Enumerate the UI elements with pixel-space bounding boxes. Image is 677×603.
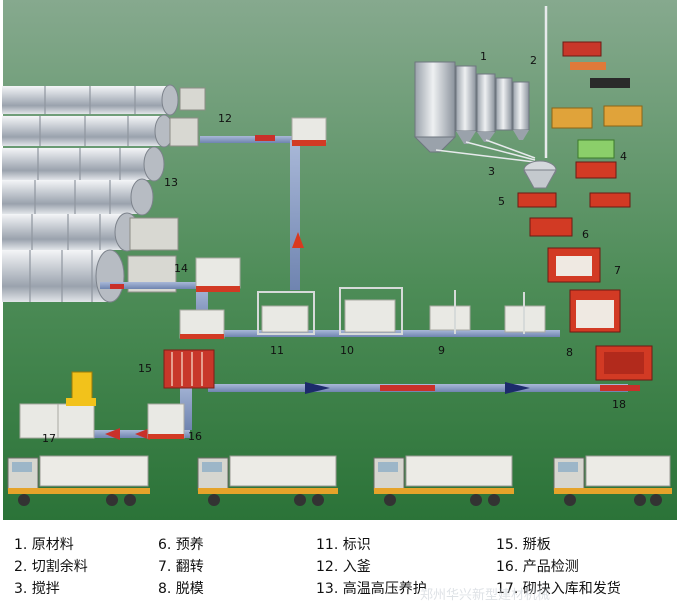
marker-3: 3 [488,165,495,178]
marker-5: 5 [498,195,505,208]
legend-item-2: 2. 切割余料 [14,559,88,575]
legend: 1. 原材料 2. 切割余料 3. 搅拌 6. 预养 7. 翻转 8. 脱模 1… [0,522,677,603]
autoclaves [2,84,206,303]
mixer [523,160,557,189]
truck-4 [553,455,672,506]
marker-9: 9 [438,344,445,357]
gantry-frames [257,287,525,335]
legend-item-17: 17. 砌块入库和发货 [496,581,621,597]
marker-13: 13 [164,176,178,189]
legend-item-13: 13. 高温高压养护 [316,581,427,597]
block-stacks [19,117,546,439]
forklift [66,371,96,406]
legend-item-7: 7. 翻转 [158,559,204,575]
red-carriers [148,140,326,439]
legend-item-3: 3. 搅拌 [14,581,60,597]
marker-8: 8 [566,346,573,359]
marker-1: 1 [480,50,487,63]
autoclave-4 [2,178,154,216]
breaking-machine [163,349,215,389]
marker-6: 6 [582,228,589,241]
autoclave-5 [2,212,179,252]
marker-10: 10 [340,344,354,357]
truck-1 [7,455,150,506]
truck-3 [373,455,514,506]
white-border-left [0,0,3,520]
watermark: 郑州华兴新型建材机械 [420,588,551,603]
legend-item-12: 12. 入釜 [316,559,371,575]
autoclave-1 [2,84,206,116]
marker-18: 18 [612,398,626,411]
autoclave-3 [2,146,165,182]
marker-14: 14 [174,262,188,275]
marker-16: 16 [188,430,202,443]
raw-material-silos [413,6,548,163]
truck-2 [197,455,338,506]
legend-item-16: 16. 产品检测 [496,559,579,575]
legend-item-6: 6. 预养 [158,537,204,553]
marker-17: 17 [42,432,56,445]
marker-11: 11 [270,344,284,357]
marker-15: 15 [138,362,152,375]
marker-12: 12 [218,112,232,125]
marker-7: 7 [614,264,621,277]
legend-item-1: 1. 原材料 [14,537,74,553]
marker-4: 4 [620,150,627,163]
step-markers: 1 2 3 4 5 6 7 8 9 10 11 12 13 14 15 16 1… [42,50,627,445]
marker-2: 2 [530,54,537,67]
legend-item-11: 11. 标识 [316,537,371,553]
legend-item-15: 15. 掰板 [496,537,551,553]
mould-line [517,41,653,381]
production-flow-diagram: 1 2 3 4 5 6 7 8 9 10 11 12 13 14 15 16 1… [0,0,677,520]
legend-item-8: 8. 脱模 [158,581,204,597]
delivery-trucks [7,455,672,506]
autoclave-2 [2,114,199,148]
